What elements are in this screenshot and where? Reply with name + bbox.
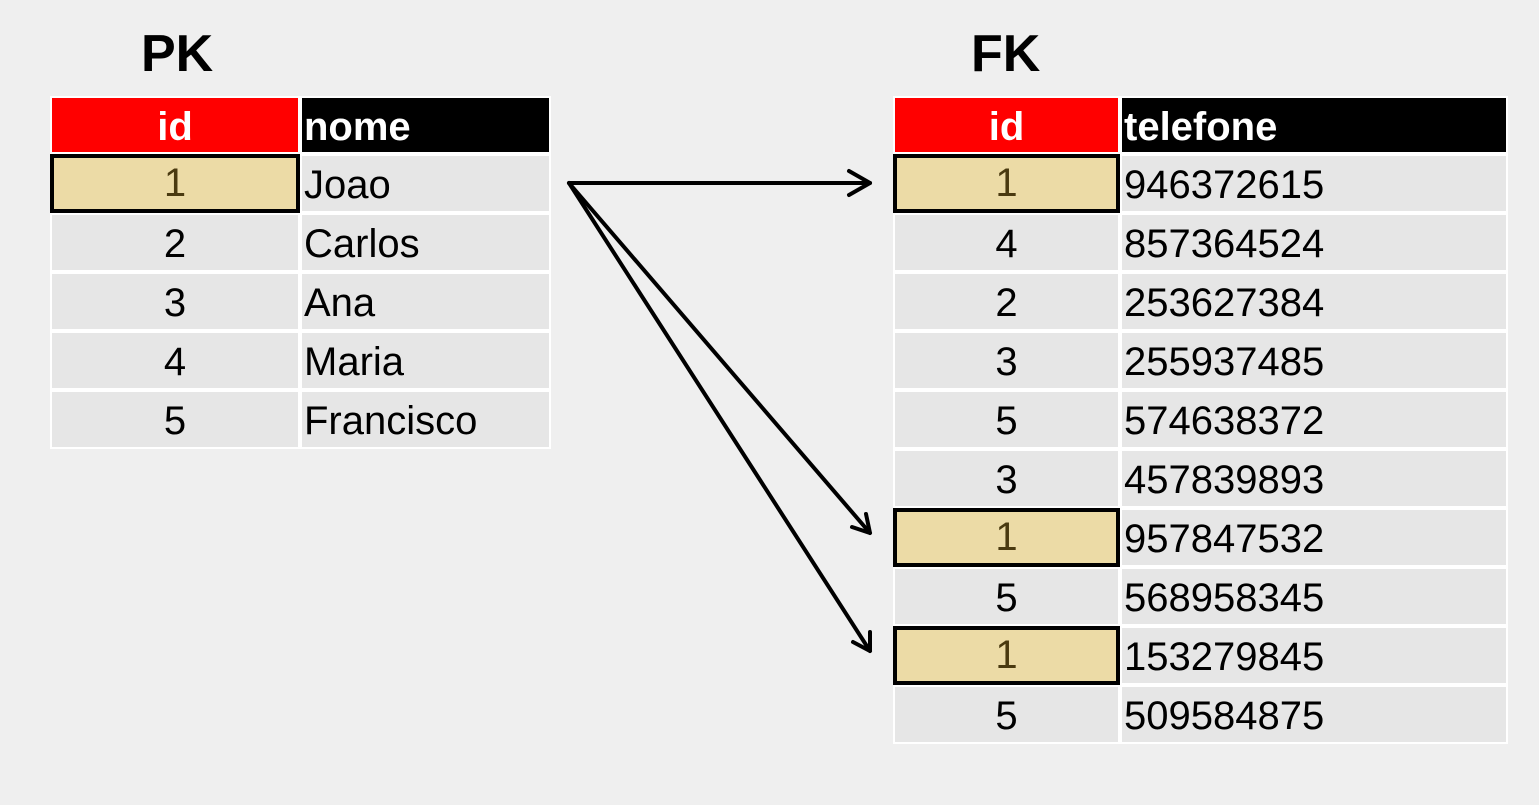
- pk-id-cell: 5: [50, 390, 300, 449]
- fk-header-row: id telefone: [893, 96, 1508, 154]
- fk-id-cell: 1: [893, 508, 1120, 567]
- fk-value-cell: 946372615: [1120, 154, 1508, 213]
- fk-id-cell: 1: [893, 154, 1120, 213]
- pk-label: PK: [141, 25, 214, 83]
- fk-header-telefone: telefone: [1120, 96, 1508, 154]
- fk-value-cell: 253627384: [1120, 272, 1508, 331]
- arrowhead-row-9: [851, 630, 872, 653]
- fk-value-cell: 255937485: [1120, 331, 1508, 390]
- fk-label: FK: [971, 25, 1041, 83]
- fk-value-cell: 574638372: [1120, 390, 1508, 449]
- arrow-to-row-7: [567, 181, 872, 535]
- pk-value-cell: Carlos: [300, 213, 551, 272]
- fk-value-cell: 457839893: [1120, 449, 1508, 508]
- pk-header-row: id nome: [50, 96, 551, 154]
- pk-value-cell: Ana: [300, 272, 551, 331]
- pk-header-id: id: [50, 96, 300, 154]
- fk-id-cell: 5: [893, 390, 1120, 449]
- pk-header-nome: nome: [300, 96, 551, 154]
- fk-header-id: id: [893, 96, 1120, 154]
- fk-value-cell: 568958345: [1120, 567, 1508, 626]
- pk-id-cell: 2: [50, 213, 300, 272]
- fk-value-cell: 857364524: [1120, 213, 1508, 272]
- fk-id-cell: 3: [893, 331, 1120, 390]
- pk-id-cell: 3: [50, 272, 300, 331]
- fk-value-cell: 509584875: [1120, 685, 1508, 744]
- arrowhead-row-1: [847, 169, 872, 197]
- pk-id-cell: 1: [50, 154, 300, 213]
- arrowhead-row-7: [850, 512, 872, 535]
- fk-value-cell: 957847532: [1120, 508, 1508, 567]
- fk-id-cell: 5: [893, 567, 1120, 626]
- fk-value-cell: 153279845: [1120, 626, 1508, 685]
- fk-id-cell: 2: [893, 272, 1120, 331]
- pk-value-cell: Francisco: [300, 390, 551, 449]
- fk-id-cell: 4: [893, 213, 1120, 272]
- pk-value-cell: Joao: [300, 154, 551, 213]
- pk-id-cell: 4: [50, 331, 300, 390]
- pk-value-cell: Maria: [300, 331, 551, 390]
- fk-id-cell: 3: [893, 449, 1120, 508]
- arrow-to-row-9: [567, 181, 872, 653]
- fk-id-cell: 5: [893, 685, 1120, 744]
- fk-id-cell: 1: [893, 626, 1120, 685]
